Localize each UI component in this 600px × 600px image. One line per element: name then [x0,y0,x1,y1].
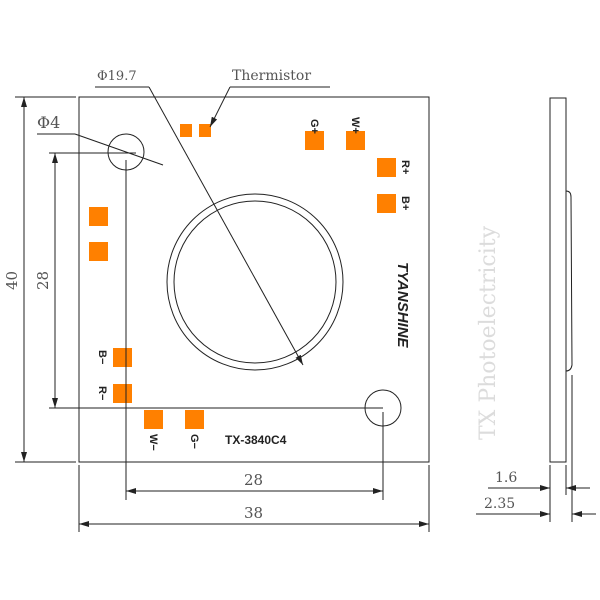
pad-w-plus [346,131,365,150]
pad-g-plus [305,131,324,150]
lens-diameter-label: Φ19.7 [97,69,137,84]
side-view: 1.6 2.35 [476,97,596,522]
thermistor-label: Thermistor [232,68,311,84]
dim-board-thickness: 1.6 [495,470,517,486]
label-w-minus: W− [147,434,159,451]
label-b-plus: B+ [399,196,411,210]
label-b-minus: B− [96,350,108,364]
label-w-plus: W+ [349,117,361,134]
pads [89,124,396,429]
thermistor-pad [180,124,192,137]
lens-outer-ring [166,193,344,371]
pad-w-minus [144,410,163,429]
dim-width: 38 [244,504,263,522]
model-number: TX-3840C4 [225,433,287,447]
hole-diameter-label: Φ4 [37,113,60,132]
pad-r-minus [113,384,132,403]
board-outline [78,96,430,463]
label-g-plus: G+ [308,119,320,134]
pad-left [89,207,108,226]
pad-b-plus [377,194,396,213]
pad-r-plus [377,158,396,177]
dim-hole-vertical: 28 [34,271,52,290]
callout-hole: Φ4 [37,113,164,166]
dim-total-thickness: 2.35 [484,496,515,512]
label-r-minus: R− [96,386,108,400]
pad-left [89,242,108,261]
label-r-plus: R+ [399,160,411,174]
dim-height: 40 [3,271,21,290]
watermark: TX Photoelectricity [476,225,501,440]
thermistor-pad [199,124,211,137]
dim-hole-horizontal: 28 [244,471,263,489]
label-g-minus: G− [188,434,200,449]
pad-b-minus [113,348,132,367]
callout-thermistor: Thermistor [209,68,330,128]
brand-logo: TYANSHINE [394,262,411,349]
pad-g-minus [185,410,204,429]
callout-lens: Φ19.7 [95,69,304,366]
lens-inner-ring [173,200,337,364]
